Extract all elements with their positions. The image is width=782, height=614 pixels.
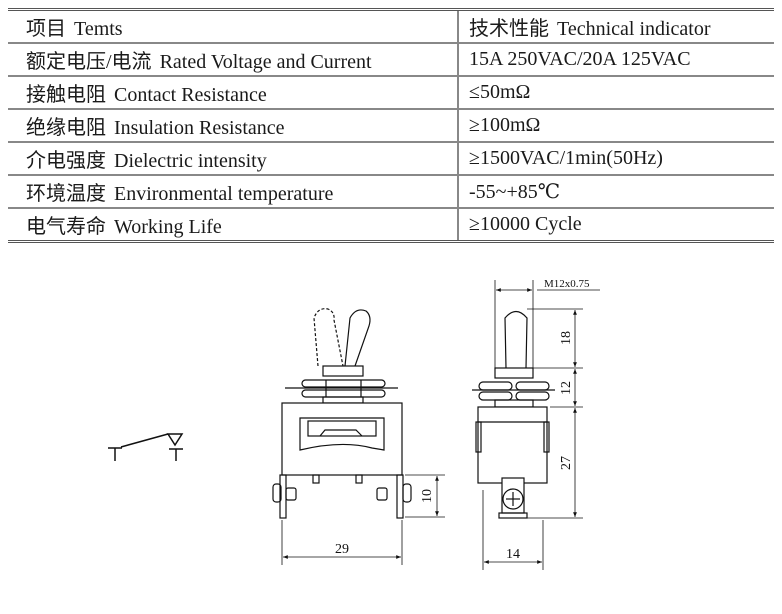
row-label-en: Environmental temperature (114, 183, 334, 205)
dim-body-height: 27 (559, 456, 574, 470)
dim-side-width: 14 (506, 547, 520, 562)
table-row: 环境温度 Environmental temperature -55~+85℃ (8, 175, 774, 209)
row-label-en: Dielectric intensity (114, 150, 267, 172)
table-row: 介电强度 Dielectric intensity ≥1500VAC/1min(5… (8, 142, 774, 176)
dim-lever-height: 18 (559, 331, 574, 345)
row-value: 15A 250VAC/20A 125VAC (458, 43, 774, 77)
row-value: ≥100mΩ (458, 109, 774, 143)
row-label-en: Rated Voltage and Current (159, 51, 372, 73)
table-row: 电气寿命 Working Life ≥10000 Cycle (8, 208, 774, 242)
dim-bushing-height: 12 (559, 381, 574, 395)
table-row: 接触电阻 Contact Resistance ≤50mΩ (8, 76, 774, 110)
table-header-row: 项目 Temts 技术性能 Technical indicator (8, 9, 774, 44)
header-item: 项目 Temts (8, 9, 459, 44)
row-label-cn: 电气寿命 (26, 216, 106, 238)
table-row: 额定电压/电流 Rated Voltage and Current 15A 250… (8, 43, 774, 77)
header-value: 技术性能 Technical indicator (458, 9, 774, 44)
row-label-cn: 介电强度 (26, 150, 106, 172)
switch-symbol-icon (108, 433, 184, 461)
row-label-cn: 接触电阻 (26, 84, 106, 106)
front-view (272, 308, 445, 565)
header-value-cn: 技术性能 (469, 18, 549, 40)
dim-terminal-height: 10 (420, 489, 435, 503)
dim-thread: M12x0.75 (544, 278, 590, 290)
row-label-en: Insulation Resistance (114, 117, 285, 139)
dim-front-width: 29 (335, 542, 349, 557)
row-label-cn: 环境温度 (26, 183, 106, 205)
row-label-cn: 额定电压/电流 (26, 51, 152, 73)
row-value: ≤50mΩ (458, 76, 774, 110)
header-item-cn: 项目 (26, 18, 66, 40)
row-label-en: Contact Resistance (114, 84, 267, 106)
row-value: ≥10000 Cycle (469, 213, 582, 235)
row-value: -55~+85℃ (458, 175, 774, 209)
header-item-en: Temts (74, 18, 123, 40)
side-view (472, 280, 600, 570)
row-value: ≥1500VAC/1min(50Hz) (458, 142, 774, 176)
row-label-en: Working Life (114, 216, 222, 238)
table-row: 绝缘电阻 Insulation Resistance ≥100mΩ (8, 109, 774, 143)
row-label-cn: 绝缘电阻 (26, 117, 106, 139)
specification-table: 项目 Temts 技术性能 Technical indicator 额定电压/电流 R… (8, 8, 774, 243)
header-value-en: Technical indicator (557, 18, 711, 40)
